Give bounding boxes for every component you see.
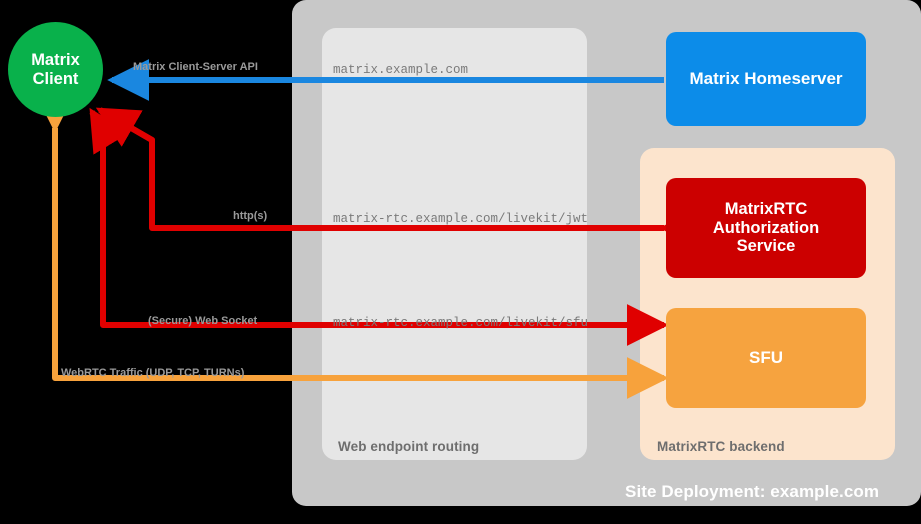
node-sfu[interactable]: SFU	[666, 308, 866, 408]
node-matrix-homeserver[interactable]: Matrix Homeserver	[666, 32, 866, 126]
wire-webrtc-media	[34, 90, 669, 399]
label-webrtc-traffic: WebRTC Traffic (UDP, TCP, TURNs)	[61, 367, 245, 379]
matrix-homeserver-label: Matrix Homeserver	[689, 69, 843, 89]
label-client-server-api: Matrix Client-Server API	[133, 61, 258, 73]
wire-livekit-jwt	[95, 107, 702, 249]
endpoint-livekit-jwt: matrix-rtc.example.com/livekit/jwt	[333, 212, 589, 226]
matrix-client-line1: Matrix	[31, 50, 80, 69]
node-matrix-client[interactable]: Matrix Client	[8, 22, 103, 117]
matrix-client-line2: Client	[32, 69, 79, 88]
endpoint-matrix-example-com: matrix.example.com	[333, 63, 469, 77]
endpoint-livekit-sfu: matrix-rtc.example.com/livekit/sfu	[333, 316, 589, 330]
routing-panel-label: Web endpoint routing	[338, 439, 480, 454]
backend-panel-label: MatrixRTC backend	[657, 439, 785, 454]
auth-line2: Authorization	[712, 218, 820, 237]
site-deployment-label: Site Deployment: example.com	[625, 482, 880, 501]
auth-line3: Service	[736, 237, 796, 256]
node-matrixrtc-authorization-service[interactable]: MatrixRTC Authorization Service	[666, 178, 866, 278]
label-http-s: http(s)	[233, 210, 268, 222]
sfu-label: SFU	[749, 348, 783, 368]
auth-line1: MatrixRTC	[724, 199, 808, 218]
label-secure-web-socket: (Secure) Web Socket	[148, 315, 258, 327]
